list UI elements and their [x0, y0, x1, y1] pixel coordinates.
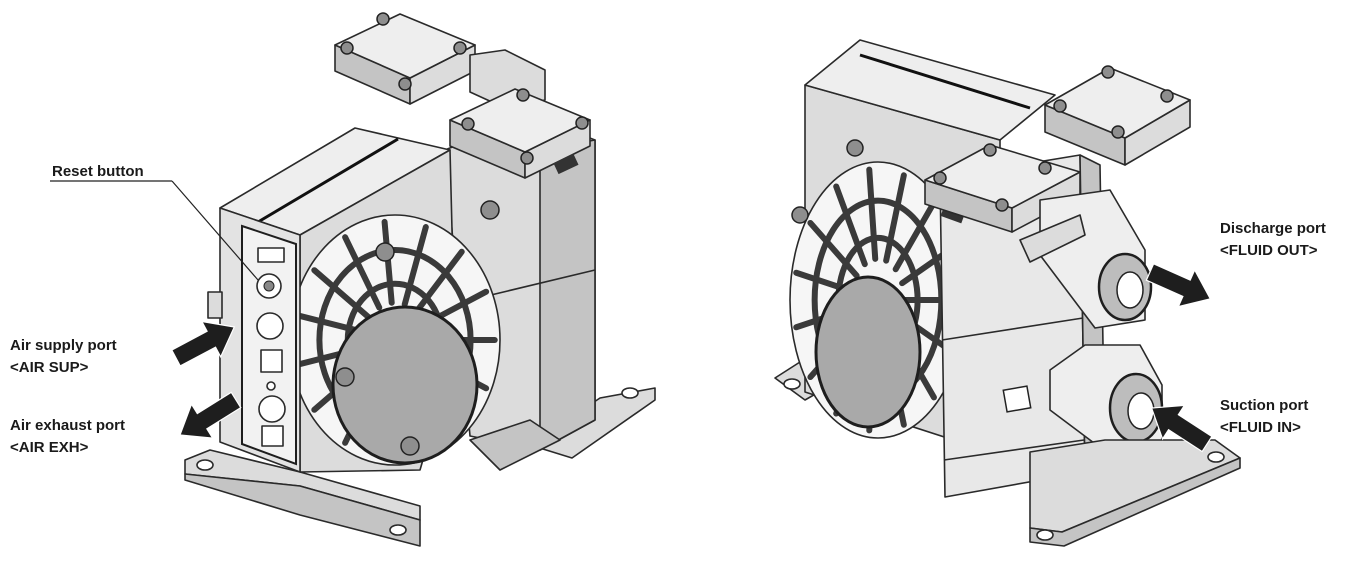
- bolt-icon: [995, 198, 1009, 212]
- discharge-tag: <FLUID OUT>: [1220, 242, 1318, 259]
- bolt-icon: [376, 12, 390, 26]
- bolt-icon: [461, 117, 475, 131]
- bolt-icon: [375, 242, 395, 262]
- bolt-icon: [1101, 65, 1115, 79]
- top-manifold-a: [334, 13, 476, 79]
- body-seam: [257, 137, 399, 224]
- air-supply-label: Air supply port: [10, 337, 117, 354]
- bolt-icon: [1111, 125, 1125, 139]
- air-supply-port: [256, 312, 284, 340]
- bolt-icon: [335, 367, 355, 387]
- bolt-icon: [983, 143, 997, 157]
- side-port-stub: [207, 291, 223, 319]
- grid-rib: [866, 166, 879, 262]
- mounting-hole: [783, 378, 801, 390]
- grid-rib: [401, 224, 429, 308]
- mounting-hole: [1036, 529, 1054, 541]
- reset-button-label: Reset button: [52, 163, 144, 180]
- diaphragm-disc: [814, 275, 922, 429]
- grid-rib: [833, 183, 868, 268]
- grid-rib: [807, 219, 860, 279]
- body-seam: [859, 53, 1031, 110]
- flow-arrow-icon: [1150, 404, 1213, 453]
- flow-arrow-icon: [179, 391, 242, 439]
- grid-rib: [883, 172, 907, 264]
- bolt-icon: [400, 436, 420, 456]
- grid-rib: [311, 267, 373, 321]
- flow-arrow-icon: [170, 320, 236, 367]
- pump-right: [774, 39, 1241, 547]
- air-exhaust-port: [258, 395, 286, 423]
- bolt-icon: [846, 139, 864, 157]
- front-manifold: [924, 144, 1081, 209]
- panel-square: [260, 349, 283, 373]
- panel-pin: [266, 381, 276, 391]
- mounting-hole: [1207, 451, 1225, 463]
- panel-slot: [257, 247, 285, 263]
- top-manifold-b: [449, 88, 591, 153]
- grid-rib: [381, 218, 395, 306]
- right-base-plate: [1029, 439, 1241, 533]
- name-plate: [553, 153, 579, 175]
- panel-square: [261, 425, 284, 447]
- flow-arrow-icon: [1145, 262, 1212, 308]
- discharge-fin: [1019, 214, 1086, 263]
- bolt-icon: [791, 206, 809, 224]
- reset-leader-line: [171, 180, 259, 281]
- arrows: [170, 262, 1213, 453]
- front-base-plate-edge: [184, 473, 421, 547]
- bolt-icon: [480, 200, 500, 220]
- right-base-plate-edge: [1029, 457, 1241, 547]
- air-exhaust-label: Air exhaust port: [10, 417, 125, 434]
- body-top: [804, 39, 1056, 141]
- bolt-icon: [933, 171, 947, 185]
- mounting-hole: [196, 459, 214, 471]
- bolt-icon: [516, 88, 530, 102]
- bolt-icon: [1053, 99, 1067, 113]
- grid-rib: [342, 234, 383, 311]
- mounting-hole: [389, 524, 407, 536]
- suction-port-bore: [1127, 392, 1155, 430]
- bolt-icon: [575, 116, 589, 130]
- bolt-icon: [398, 77, 412, 91]
- air-supply-tag: <AIR SUP>: [10, 359, 89, 376]
- rear-body-side: [539, 139, 596, 451]
- bolt-icon: [453, 41, 467, 55]
- mounting-hole: [621, 387, 639, 399]
- grid-rib: [413, 248, 465, 316]
- bolt-icon: [340, 41, 354, 55]
- grid-rib: [892, 199, 937, 273]
- top-manifold: [1044, 67, 1191, 139]
- suction-label: Suction port: [1220, 397, 1308, 414]
- diaphragm-disc: [331, 305, 479, 465]
- suction-tag: <FLUID IN>: [1220, 419, 1301, 436]
- lower-support: [469, 419, 561, 471]
- discharge-label: Discharge port: [1220, 220, 1326, 237]
- bolt-icon: [520, 151, 534, 165]
- block-seam: [941, 317, 1084, 341]
- bolt-icon: [1160, 89, 1174, 103]
- label-plate: [1002, 385, 1032, 413]
- reset-button-center: [263, 280, 275, 292]
- pump-left: [184, 12, 656, 547]
- air-exhaust-tag: <AIR EXH>: [10, 439, 89, 456]
- bolt-icon: [1038, 161, 1052, 175]
- discharge-port-bore: [1116, 271, 1144, 309]
- callouts: Reset button Air supply port <AIR SUP> A…: [10, 163, 1326, 456]
- block-seam: [943, 439, 1085, 461]
